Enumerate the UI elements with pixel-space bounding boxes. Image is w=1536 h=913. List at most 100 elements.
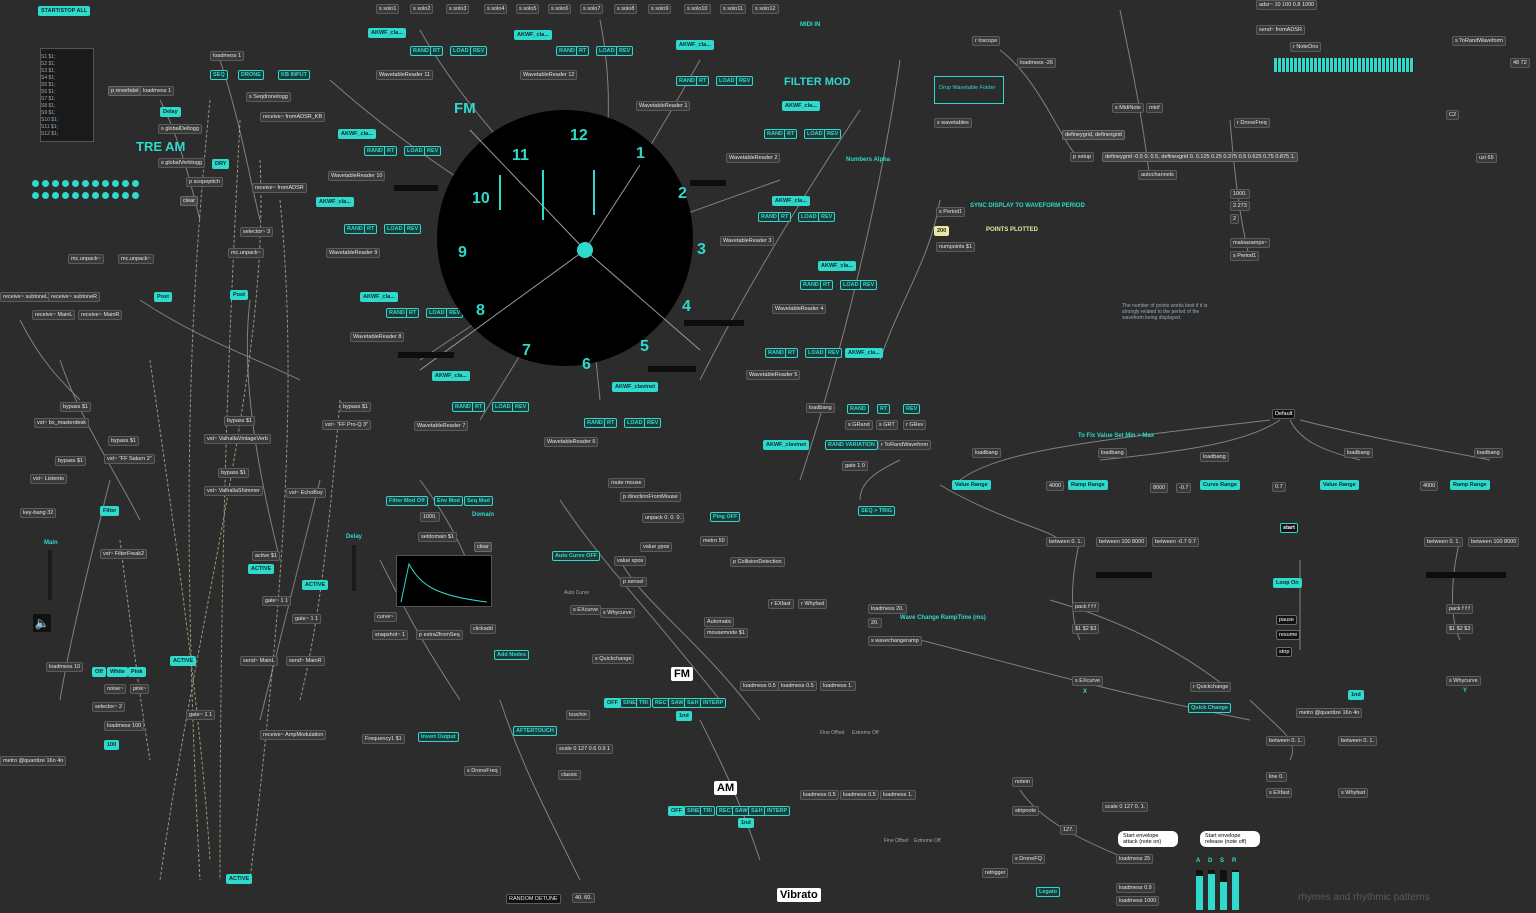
- cluster-4-load-button[interactable]: LOAD: [804, 129, 826, 139]
- num-1000[interactable]: 1000.: [420, 512, 440, 522]
- receive-fromadsr-kb[interactable]: receive~ fromADSR_KB: [260, 112, 326, 122]
- am-wave-off-button[interactable]: OFF: [668, 806, 685, 816]
- num-4000-2[interactable]: 4000: [1420, 481, 1439, 491]
- scale-object[interactable]: scale 0 127 0.6 0.9 1: [556, 744, 614, 754]
- loadbang-r5[interactable]: loadbang: [1474, 448, 1503, 458]
- vst-valhalla-shimmer[interactable]: vst~ ValhallaShimmer: [204, 486, 263, 496]
- route-mouse[interactable]: route mouse: [608, 478, 645, 488]
- akwf-selector-4[interactable]: AKWF_cla...: [782, 101, 820, 111]
- cluster-8-rev-button[interactable]: REV: [860, 280, 878, 290]
- num-4000[interactable]: 4000: [1046, 481, 1065, 491]
- r-torandwaveform[interactable]: r ToRandWaveform: [878, 440, 932, 450]
- env-mod-button[interactable]: Env Mod: [434, 496, 463, 506]
- gate-1[interactable]: gate~ 1 1: [262, 596, 292, 606]
- resume-button[interactable]: resume: [1276, 630, 1301, 640]
- p-collision[interactable]: p CollisionDetection: [730, 557, 785, 567]
- receive-fromadsr[interactable]: receive~ fromADSR: [252, 183, 307, 193]
- ping-off-button[interactable]: Ping OFF: [710, 512, 741, 522]
- s-wavetables[interactable]: s wavetables: [934, 118, 972, 128]
- num-8000[interactable]: 8000: [1150, 483, 1169, 493]
- mc-unpack-3[interactable]: mc.unpack~: [228, 248, 264, 258]
- r-grev[interactable]: r GRev: [903, 420, 927, 430]
- cluster-6-rand-button[interactable]: RAND: [758, 212, 780, 222]
- vst-filterfreak[interactable]: vst~ FilterFreak2: [100, 549, 148, 559]
- akwf-clavinet-selector[interactable]: AKWF_clavinet: [763, 440, 810, 450]
- automatic-menu[interactable]: Automatic: [704, 617, 735, 627]
- s-dronefq[interactable]: s DroneFQ: [1012, 854, 1045, 864]
- wavetablereader-7[interactable]: WavetableReader 7: [414, 421, 469, 431]
- active-s1[interactable]: active $1: [252, 551, 281, 561]
- between-100[interactable]: between 100 8000: [1096, 537, 1148, 547]
- cluster-6-load-button[interactable]: LOAD: [798, 212, 820, 222]
- akwf-selector-7[interactable]: AKWF_cla...: [316, 197, 354, 207]
- am-loadmess-05a[interactable]: loadmess 0.5: [800, 790, 839, 800]
- loadbang-r1[interactable]: loadbang: [972, 448, 1001, 458]
- ramp-range-slider[interactable]: Ramp Range: [1068, 480, 1108, 490]
- between-01-4[interactable]: between 0. 1.: [1338, 736, 1378, 746]
- cluster-4-rt-button[interactable]: RT: [784, 129, 798, 139]
- am-wave-interp-button[interactable]: INTERP: [764, 806, 791, 816]
- cluster-11-rt-button[interactable]: RT: [472, 402, 486, 412]
- cluster-7-rt-button[interactable]: RT: [364, 224, 378, 234]
- globaldeltogg-object[interactable]: s globalDeltogg: [158, 124, 202, 134]
- mousemode-object[interactable]: mousemode $1: [704, 628, 748, 638]
- loadmess-25[interactable]: loadmess 25: [1116, 854, 1154, 864]
- vst-listento[interactable]: vst~ Listento: [30, 474, 68, 484]
- cluster-7-rand-button[interactable]: RAND: [344, 224, 366, 234]
- noise-object[interactable]: noise~: [104, 684, 127, 694]
- loadmess-20[interactable]: loadmess 20.: [868, 604, 907, 614]
- envelope-function-display[interactable]: [396, 555, 492, 607]
- metro-quantize[interactable]: metro @quantize 16n 4n: [0, 756, 67, 766]
- cluster-3-rt-button[interactable]: RT: [696, 76, 710, 86]
- seq-mod-button[interactable]: Seq Mod: [464, 496, 493, 506]
- r-quickchange[interactable]: r Quickchange: [1190, 682, 1232, 692]
- cluster-2-rt-button[interactable]: RT: [576, 46, 590, 56]
- autochannels-object[interactable]: autochannels: [1138, 170, 1177, 180]
- clickadd-object[interactable]: clickadd: [470, 624, 496, 634]
- cluster-6-rt-button[interactable]: RT: [778, 212, 792, 222]
- cluster-10-rand-button[interactable]: RAND: [765, 348, 787, 358]
- globalverbtogg-object[interactable]: s globalVerbtogg: [158, 158, 205, 168]
- cluster-11-rev-button[interactable]: REV: [512, 402, 530, 412]
- cluster-9-rev-button[interactable]: REV: [446, 308, 464, 318]
- loop-on-button[interactable]: Loop On: [1273, 578, 1302, 588]
- adsr-message[interactable]: adsr~ 10 100 0.8 1000: [1256, 0, 1318, 10]
- active-button-4[interactable]: ACTIVE: [226, 874, 253, 884]
- stripnote-object[interactable]: stripnote: [1012, 806, 1040, 816]
- s-whycurve[interactable]: s Whycurve: [600, 608, 635, 618]
- adsr-release-slider[interactable]: [1232, 870, 1239, 910]
- cluster-1-rand-button[interactable]: RAND: [410, 46, 432, 56]
- cluster-7-rev-button[interactable]: REV: [404, 224, 422, 234]
- bypass-2[interactable]: bypass $1: [108, 436, 140, 446]
- wavetablereader-11[interactable]: WavetableReader 11: [376, 70, 434, 80]
- curve-range-slider[interactable]: Curve Range: [1200, 480, 1240, 490]
- scopepitch-object[interactable]: p scopepitch: [186, 177, 223, 187]
- num-2[interactable]: 2: [1230, 214, 1240, 224]
- uzi-65[interactable]: uzi 65: [1476, 153, 1497, 163]
- fm-rate-number[interactable]: 1nd: [676, 711, 692, 721]
- vst-proq[interactable]: vst~ "FF Pro-Q 3": [322, 420, 372, 430]
- drop-wavetable-folder[interactable]: Drop Wavetable Folder: [934, 76, 1004, 104]
- adsr-attack-slider[interactable]: [1196, 870, 1203, 910]
- send-mainl[interactable]: send~ MainL: [240, 656, 278, 666]
- active-button-2[interactable]: ACTIVE: [302, 580, 329, 590]
- cluster-9-rt-button[interactable]: RT: [406, 308, 420, 318]
- s-period1[interactable]: s Period1: [936, 207, 966, 217]
- pause-button[interactable]: pause: [1276, 615, 1297, 625]
- num-1nd[interactable]: 1nd: [1348, 690, 1364, 700]
- r-dronefreq[interactable]: r DroneFreq: [1234, 118, 1270, 128]
- solo-send-4[interactable]: s solo4: [484, 4, 508, 14]
- key-bang[interactable]: key-bang 32: [20, 508, 57, 518]
- value-range-slider[interactable]: Value Range: [952, 480, 991, 490]
- solo-send-2[interactable]: s solo2: [410, 4, 434, 14]
- cluster-11-rand-button[interactable]: RAND: [452, 402, 474, 412]
- vst-bx-masterdesk[interactable]: vst~ bx_masterdesk: [34, 418, 90, 428]
- grand-rt-button[interactable]: RT: [877, 404, 891, 414]
- grand-rand-button[interactable]: RAND: [847, 404, 869, 414]
- active-button-3[interactable]: ACTIVE: [170, 656, 197, 666]
- fm-wave-interp-button[interactable]: INTERP: [700, 698, 727, 708]
- solo-send-11[interactable]: s solo11: [720, 4, 747, 14]
- vst-echoboy[interactable]: vst~ EchoBoy: [286, 488, 326, 498]
- s-grand[interactable]: s GRand: [845, 420, 873, 430]
- s-period1-right[interactable]: s Period1: [1230, 251, 1260, 261]
